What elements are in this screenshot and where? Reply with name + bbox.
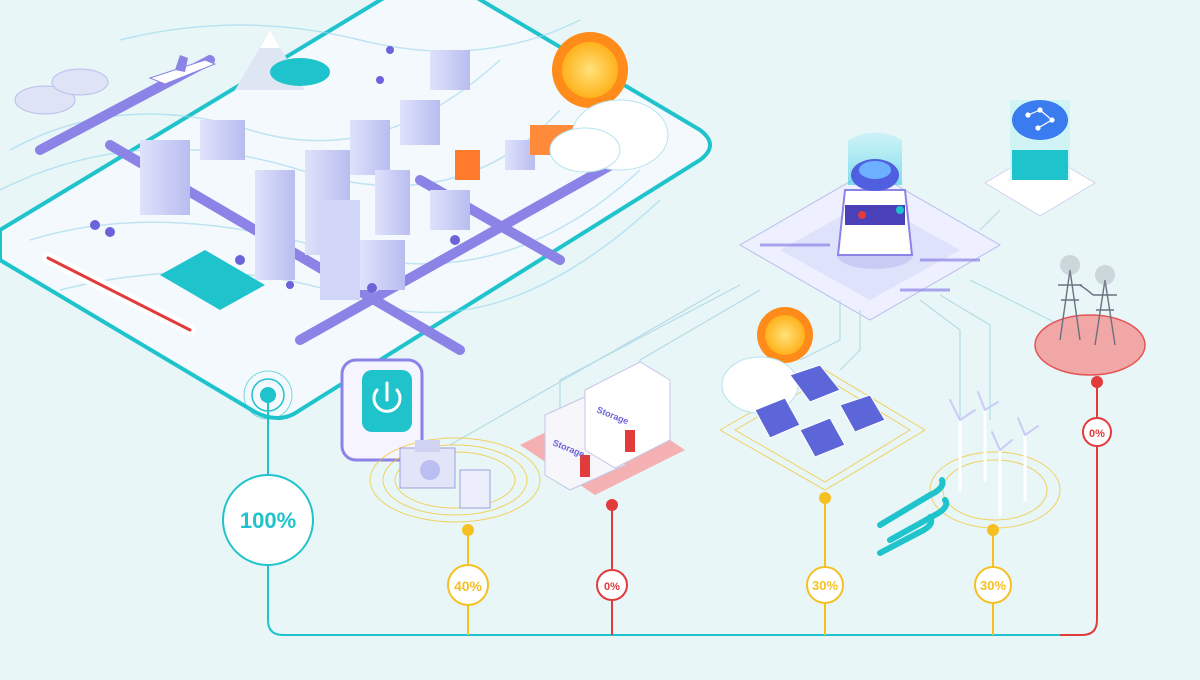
solar-level-badge: 30% <box>806 566 844 604</box>
signal-icon <box>243 370 293 420</box>
battery-storage-icon: Storage Storage <box>544 361 671 491</box>
solar-farm <box>718 307 926 491</box>
battery-storage: Storage Storage <box>520 361 685 495</box>
power-button[interactable] <box>340 358 424 462</box>
node-dots <box>462 376 1103 536</box>
wind-level-badge: 30% <box>974 566 1012 604</box>
wind-farm <box>877 391 1061 556</box>
power-pylon-icon <box>1058 269 1117 346</box>
solar-panel-icon <box>754 364 886 458</box>
sun-cloud-icon <box>549 32 669 173</box>
grid-level-badge: 0% <box>1082 417 1112 447</box>
airplane-icon <box>148 55 217 85</box>
grid-level-label: 0% <box>1089 428 1105 440</box>
generator-level-label: 40% <box>454 578 483 594</box>
wind-icon <box>877 477 950 556</box>
train-icon <box>42 252 196 336</box>
wind-turbine-icon <box>949 391 1039 517</box>
ai-hub <box>738 132 1002 321</box>
grid <box>1034 255 1146 376</box>
robot-brain-icon <box>836 132 914 269</box>
storage-level-label: 0% <box>604 581 620 593</box>
city-level-label: 100% <box>240 508 296 533</box>
power-icon <box>372 381 402 413</box>
generator-level-badge: 40% <box>447 564 489 606</box>
generator-icon <box>399 440 491 509</box>
storage-level-badge: 0% <box>596 569 628 601</box>
sun-cloud-icon <box>721 307 813 414</box>
city-platform <box>0 0 712 420</box>
brain-chip-icon <box>1010 100 1070 180</box>
city-buildings <box>140 50 575 300</box>
wind-level-label: 30% <box>980 578 1006 593</box>
mountain-icon <box>235 30 330 90</box>
generator <box>369 437 541 523</box>
ai-chip <box>984 100 1096 217</box>
solar-level-label: 30% <box>812 578 838 593</box>
city-level-badge: 100% <box>222 474 314 566</box>
